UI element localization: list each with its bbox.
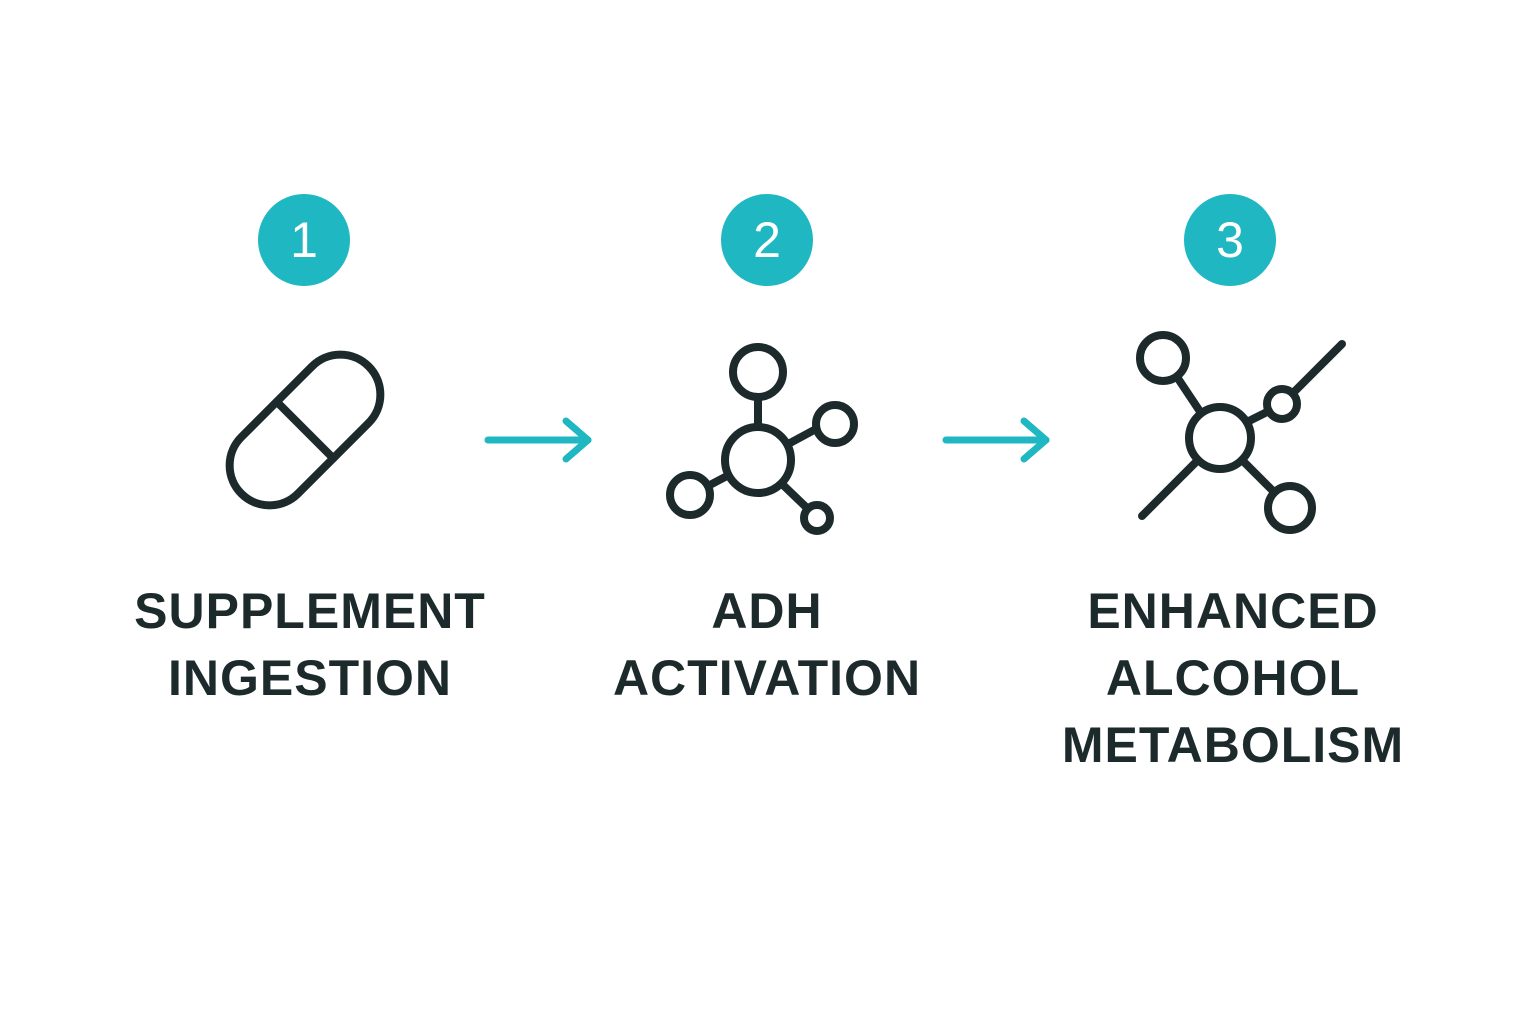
molecule-top-atom bbox=[729, 343, 787, 401]
step-2-label-line-2: ACTIVATION bbox=[612, 650, 922, 706]
network-right-atom bbox=[1263, 385, 1301, 423]
network-bottom-right-atom bbox=[1264, 482, 1316, 534]
capsule-icon bbox=[225, 350, 385, 510]
molecule-left-atom bbox=[666, 471, 714, 519]
step-3-label-line-3: METABOLISM bbox=[1061, 717, 1405, 773]
network-center-atom bbox=[1185, 403, 1255, 473]
molecule-network-icon bbox=[1136, 331, 1346, 534]
step-1-label-line-1: SUPPLEMENT bbox=[134, 583, 486, 639]
step-1-label: SUPPLEMENT INGESTION bbox=[100, 578, 520, 712]
step-2-label: ADH ACTIVATION bbox=[557, 578, 977, 712]
step-3-label-line-1: ENHANCED bbox=[1087, 583, 1379, 639]
molecule-icon bbox=[666, 343, 858, 535]
step-3-number-badge: 3 bbox=[1184, 194, 1276, 286]
step-2-label-line-1: ADH bbox=[711, 583, 823, 639]
step-3-label-line-2: ALCOHOL bbox=[1105, 650, 1361, 706]
step-1-label-line-2: INGESTION bbox=[167, 650, 453, 706]
network-top-left-atom bbox=[1136, 331, 1190, 385]
molecule-right-atom bbox=[812, 401, 858, 447]
capsule-divider bbox=[272, 397, 338, 463]
molecule-bottom-atom bbox=[800, 501, 834, 535]
step-1-number-badge: 1 bbox=[258, 194, 350, 286]
step-2-number-badge: 2 bbox=[721, 194, 813, 286]
arrow-right-icon bbox=[942, 417, 1050, 463]
arrow-right-icon bbox=[484, 417, 592, 463]
step-3-label: ENHANCED ALCOHOL METABOLISM bbox=[1023, 578, 1443, 779]
